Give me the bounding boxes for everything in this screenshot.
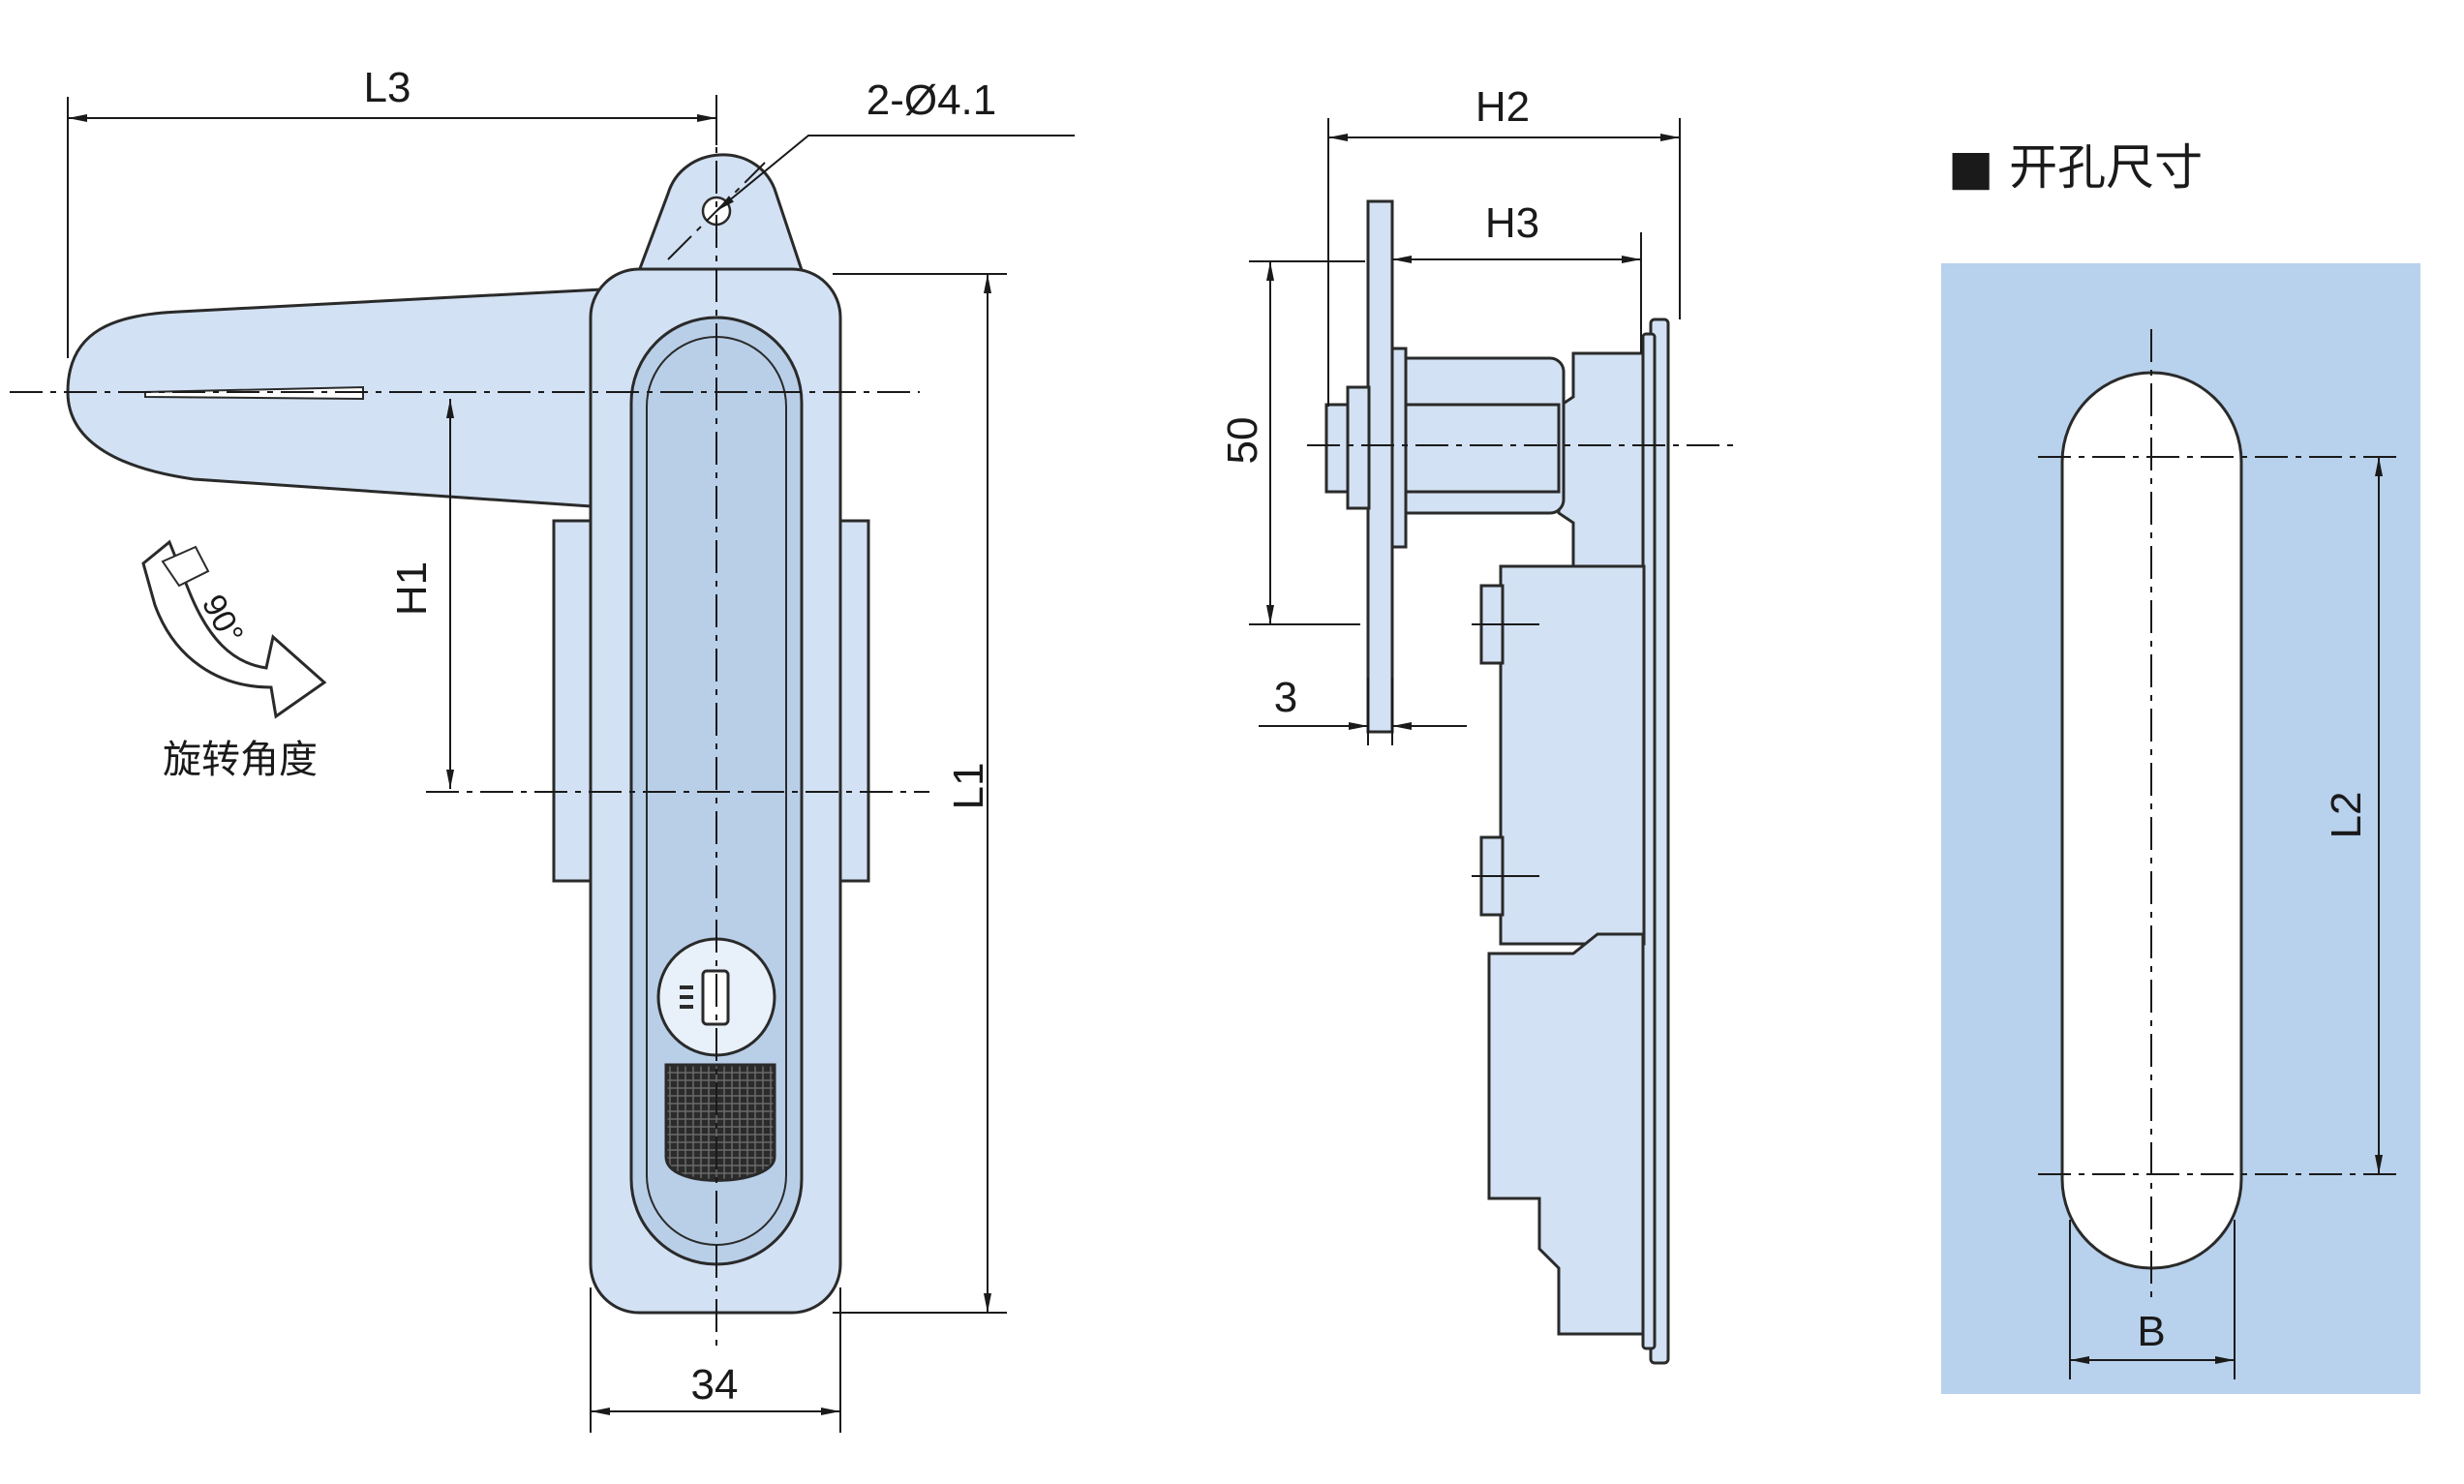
cutout-view: ■ 开孔尺寸 L2 B <box>1941 139 2420 1394</box>
cam-housing <box>1557 351 1645 568</box>
label-L2: L2 <box>2323 792 2370 839</box>
mounting-plate <box>1366 199 1394 734</box>
bolt-lower <box>1472 835 1539 917</box>
label-L3: L3 <box>364 64 411 111</box>
label-L1: L1 <box>945 763 992 810</box>
left-flange <box>552 519 594 883</box>
front-view: L3 2-Ø4.1 L1 H1 34 90° 旋转角度 <box>10 64 1075 1433</box>
side-view: H2 H3 50 3 <box>1219 83 1733 1365</box>
push-grip <box>664 1063 776 1182</box>
label-H2: H2 <box>1475 83 1530 131</box>
lock-housing <box>1499 564 1646 946</box>
cutout-title: ■ 开孔尺寸 <box>1948 139 2203 196</box>
label-H1: H1 <box>388 561 436 616</box>
curved-rotation-arrow-icon <box>141 539 327 719</box>
label-dim-50: 50 <box>1219 417 1266 465</box>
label-width-34: 34 <box>691 1361 739 1408</box>
label-B: B <box>2137 1308 2165 1355</box>
label-H3: H3 <box>1485 199 1539 247</box>
label-dim-3: 3 <box>1274 674 1297 721</box>
label-rotation-caption: 旋转角度 <box>163 738 318 782</box>
bolt-upper <box>1472 584 1539 665</box>
label-hole-spec: 2-Ø4.1 <box>867 76 997 124</box>
